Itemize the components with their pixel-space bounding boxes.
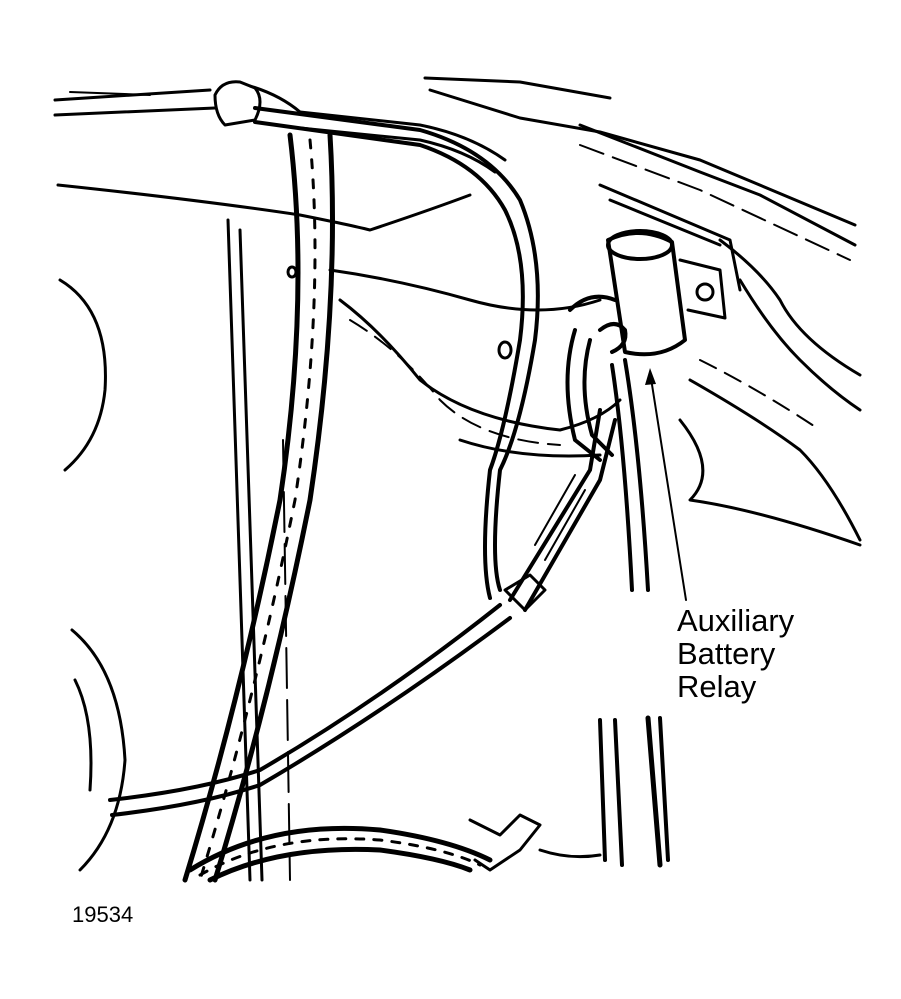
callout-line-3: Relay [677,669,757,704]
lower-braided-hose [187,813,602,883]
upper-body-panel-lines [53,76,857,261]
auxiliary-battery-relay [565,229,727,592]
callout-arrowhead [645,368,656,385]
callout-line-2: Battery [677,636,776,671]
cable-clamp [213,80,302,127]
braided-hose [182,132,335,883]
lower-pipes [598,715,670,868]
wiring-harness [108,106,617,817]
callout-leader-line [649,371,687,601]
figure-number: 19534 [72,902,134,927]
callout-line-1: Auxiliary [677,603,795,638]
vertical-strut [226,218,291,882]
wheel-well-arc [58,278,127,872]
fender-contour [56,183,862,547]
relay-callout-label: Auxiliary Battery Relay [677,604,794,703]
